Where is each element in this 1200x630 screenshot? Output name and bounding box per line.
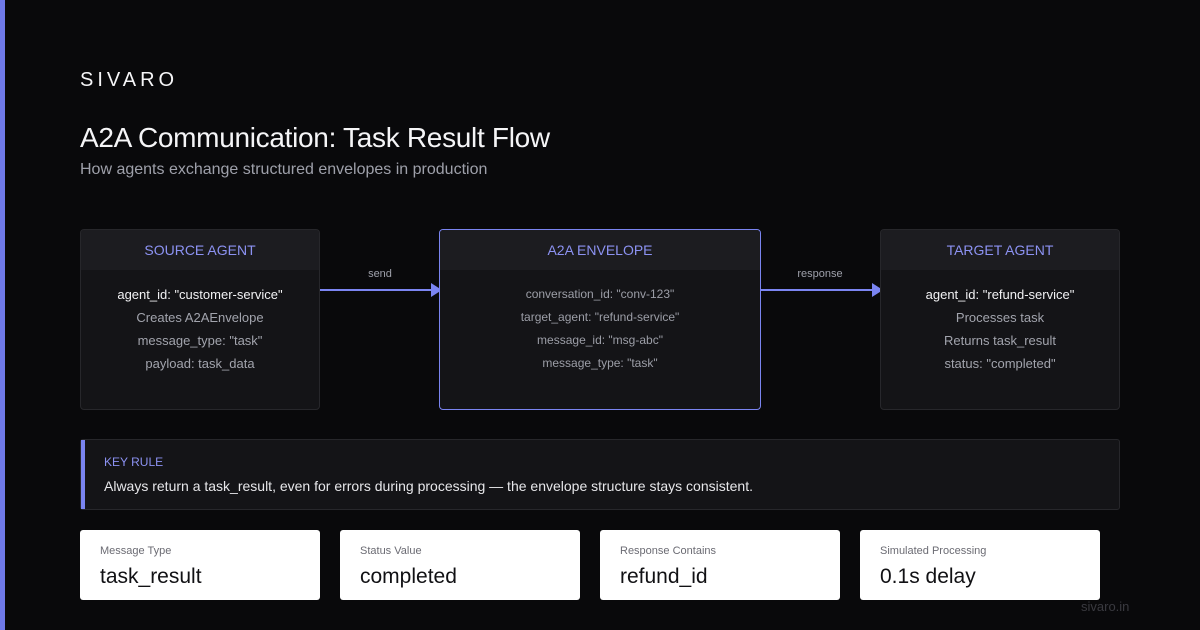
page-subtitle: How agents exchange structured envelopes… <box>80 161 488 178</box>
target-agent-heading: TARGET AGENT <box>881 230 1119 270</box>
stat-card-simulated-processing: Simulated Processing 0.1s delay <box>860 530 1100 600</box>
footer-url: sivaro.in <box>1081 599 1130 614</box>
envelope-field-line: message_type: "task" <box>542 356 658 370</box>
envelope-field-line: message_id: "msg-abc" <box>537 333 663 347</box>
response-edge-label: response <box>797 268 843 280</box>
brand-logo: SIVARO <box>80 69 179 91</box>
stat-label: Response Contains <box>620 545 717 557</box>
arrowhead-icon <box>431 283 442 297</box>
source-agent-node: SOURCE AGENT agent_id: "customer-service… <box>80 229 320 410</box>
send-edge-label: send <box>368 268 392 280</box>
target-agent-line: agent_id: "refund-service" <box>925 287 1075 302</box>
stat-label: Simulated Processing <box>880 545 987 557</box>
target-agent-node: TARGET AGENT agent_id: "refund-service" … <box>880 229 1120 410</box>
response-arrow <box>761 283 883 297</box>
send-arrow <box>320 283 442 297</box>
key-rule-label: KEY RULE <box>104 455 164 469</box>
source-agent-line: agent_id: "customer-service" <box>117 287 283 302</box>
key-rule-text: Always return a task_result, even for er… <box>104 478 753 494</box>
stat-label: Status Value <box>360 545 422 557</box>
target-agent-line: status: "completed" <box>944 356 1056 371</box>
stat-card-response-contains: Response Contains refund_id <box>600 530 840 600</box>
a2a-envelope-heading: A2A ENVELOPE <box>440 230 760 270</box>
stat-card-message-type: Message Type task_result <box>80 530 320 600</box>
target-agent-line: Processes task <box>955 310 1045 325</box>
stat-card-status-value: Status Value completed <box>340 530 580 600</box>
arrowhead-icon <box>872 283 883 297</box>
source-agent-line: Creates A2AEnvelope <box>136 310 264 325</box>
envelope-field-line: target_agent: "refund-service" <box>520 310 680 324</box>
envelope-field-line: conversation_id: "conv-123" <box>525 287 675 301</box>
stat-value: refund_id <box>620 565 708 588</box>
source-agent-line: payload: task_data <box>145 356 255 371</box>
page-title: A2A Communication: Task Result Flow <box>80 122 550 153</box>
stat-value: completed <box>360 565 457 588</box>
stat-value: task_result <box>100 565 202 588</box>
stat-label: Message Type <box>100 545 172 557</box>
source-agent-heading: SOURCE AGENT <box>81 230 319 270</box>
callout-accent-bar <box>81 440 85 509</box>
target-agent-line: Returns task_result <box>944 333 1056 348</box>
stat-value: 0.1s delay <box>880 565 976 588</box>
key-rule-callout: KEY RULE Always return a task_result, ev… <box>80 439 1120 510</box>
accent-bar <box>0 0 5 630</box>
source-agent-line: message_type: "task" <box>137 333 263 348</box>
a2a-envelope-node: A2A ENVELOPE conversation_id: "conv-123"… <box>439 229 761 410</box>
